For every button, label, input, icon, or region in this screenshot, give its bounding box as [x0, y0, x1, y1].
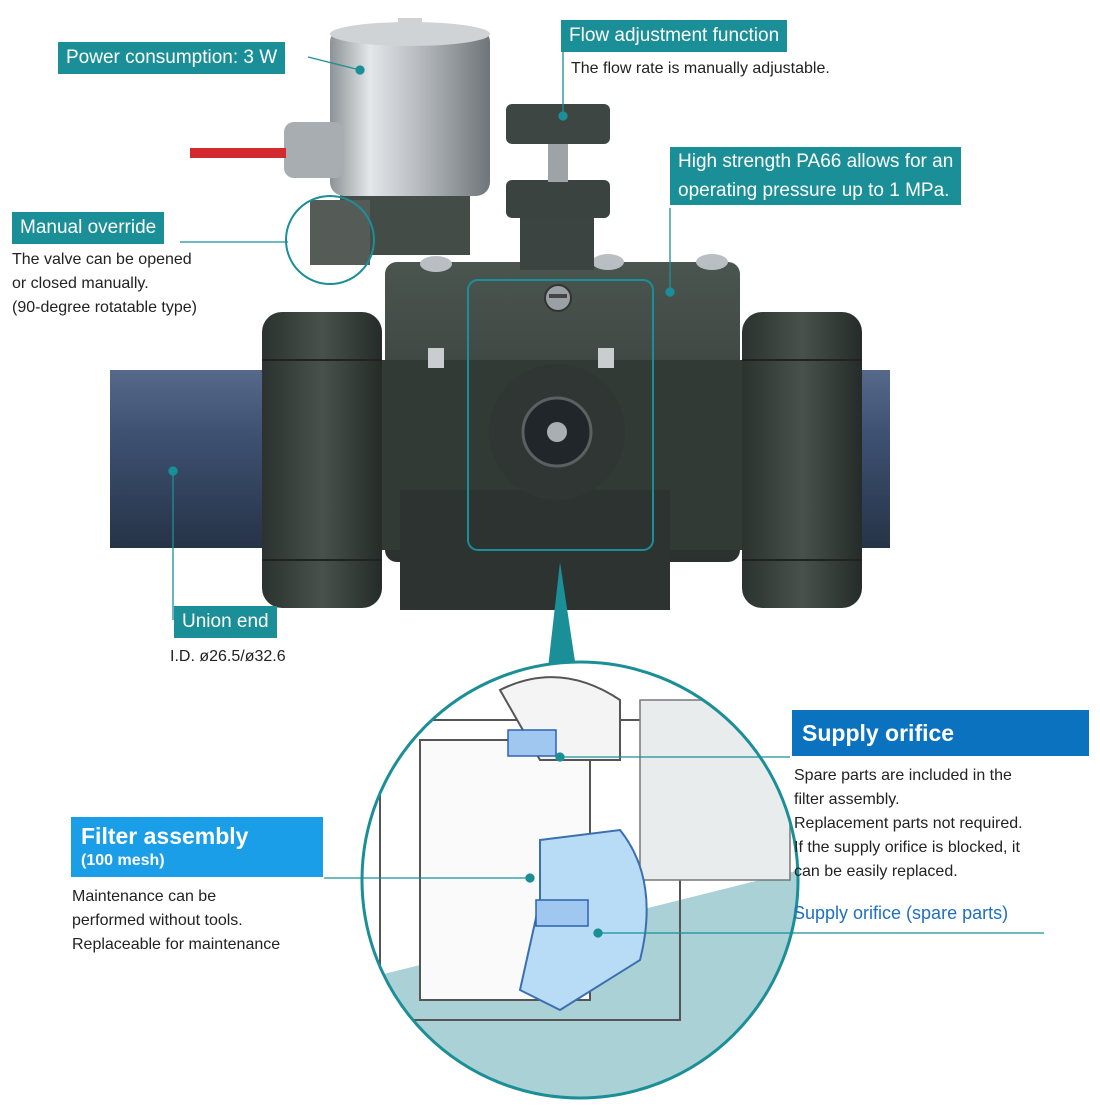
- supply-orifice-desc: Spare parts are included in the filter a…: [794, 764, 1090, 884]
- manual-override-desc: The valve can be opened or closed manual…: [12, 248, 197, 320]
- pa66-line-1: High strength PA66 allows for an: [678, 151, 954, 172]
- filter-cap: [489, 364, 625, 500]
- flow-adjust-tag: Flow adjustment function: [561, 20, 788, 52]
- supply-desc-line-2: filter assembly.: [794, 791, 900, 808]
- manual-override-highlight: [285, 195, 375, 285]
- filter-desc-line-1: Maintenance can be: [72, 888, 217, 905]
- flow-adjust-desc: The flow rate is manually adjustable.: [571, 60, 830, 77]
- manual-desc-line-3: (90-degree rotatable type): [12, 299, 197, 316]
- flow-adjust-knob: [506, 104, 610, 270]
- detail-circle-border: [360, 660, 800, 1100]
- filter-assembly-desc: Maintenance can be performed without too…: [72, 885, 280, 957]
- union-end-tag: Union end: [174, 606, 277, 638]
- union-end-left: [262, 312, 382, 608]
- filter-assembly-tag: Filter assembly (100 mesh): [71, 817, 323, 877]
- filter-desc-line-2: performed without tools.: [72, 912, 243, 929]
- union-end-right: [742, 312, 862, 608]
- top-bolts: [420, 254, 728, 272]
- solenoid-coil: [190, 18, 490, 265]
- leader-lines: [168, 52, 675, 620]
- manual-desc-line-1: The valve can be opened: [12, 251, 192, 268]
- filter-assembly-mesh: (100 mesh): [81, 852, 165, 869]
- power-consumption-tag: Power consumption: 3 W: [58, 42, 286, 74]
- detail-leader-lines: [324, 752, 1044, 938]
- manual-desc-line-2: or closed manually.: [12, 275, 149, 292]
- manual-override-tag: Manual override: [12, 212, 165, 244]
- supply-desc-line-3: Replacement parts not required.: [794, 815, 1023, 832]
- supply-orifice-tag: Supply orifice: [792, 710, 1089, 756]
- supply-desc-line-4: If the supply orifice is blocked, it: [794, 839, 1020, 856]
- filter-assembly-title: Filter assembly: [81, 823, 249, 849]
- cutaway-detail: [362, 662, 798, 1098]
- detail-pointer: [548, 562, 576, 668]
- pa66-tag: High strength PA66 allows for an operati…: [670, 147, 962, 205]
- filter-desc-line-3: Replaceable for maintenance: [72, 936, 281, 953]
- spare-parts-label: Supply orifice (spare parts): [793, 903, 1009, 923]
- pipe-left: [110, 370, 280, 548]
- supply-desc-line-5: can be easily replaced.: [794, 863, 958, 880]
- supply-desc-line-1: Spare parts are included in the: [794, 767, 1012, 784]
- pa66-line-2: operating pressure up to 1 MPa.: [678, 180, 950, 201]
- union-end-desc: I.D. ø26.5/ø32.6: [170, 648, 286, 665]
